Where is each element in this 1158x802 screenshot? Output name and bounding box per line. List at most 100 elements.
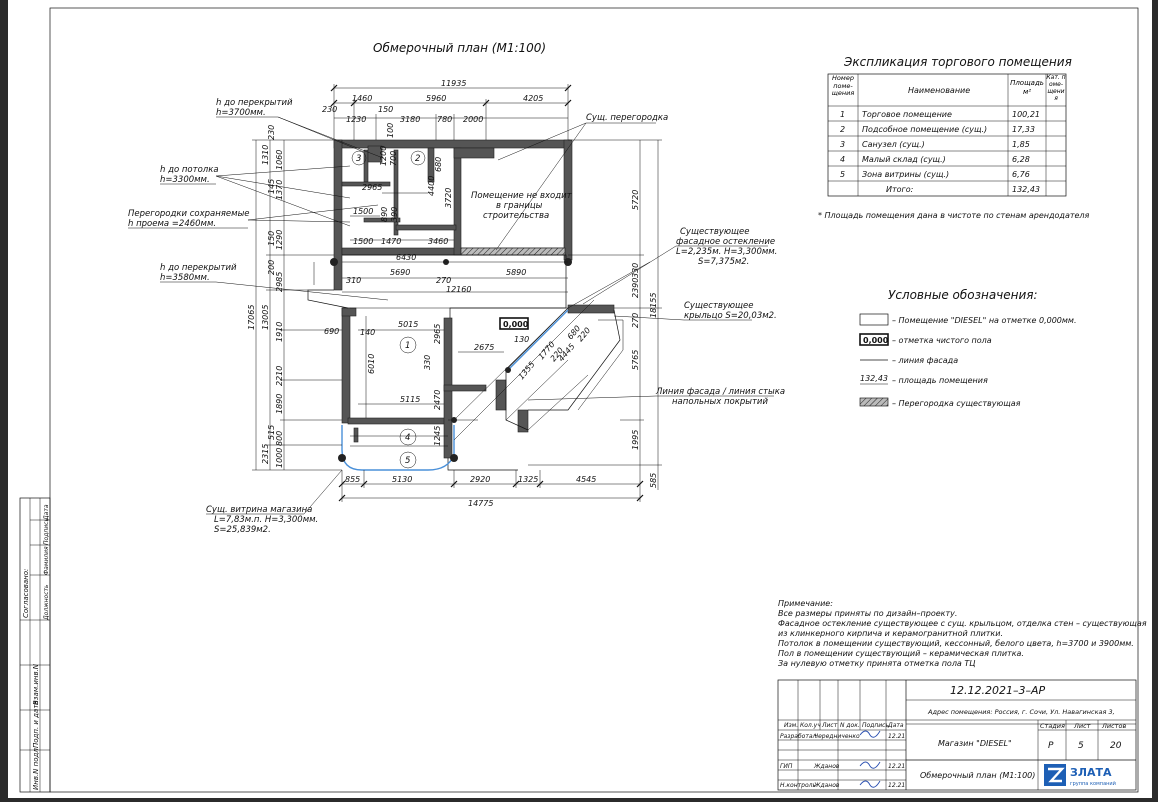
note-porch-2: крыльцо S=20,03м2. (684, 311, 777, 321)
dim-right-330: 330 (631, 263, 640, 278)
note-ceiling-1: h до потолка (160, 165, 219, 175)
dim-mid-5890: 5890 (506, 268, 526, 277)
note-partition-exist: Сущ. перегородка (586, 113, 668, 123)
stamp-role-4: Н.контроль (780, 782, 816, 789)
columns (330, 258, 572, 462)
explication-row-4-area: 6,28 (1012, 155, 1030, 164)
note-porch-1: Существующее (684, 301, 754, 311)
stamp-col-sign: Подпись (862, 722, 889, 729)
explication-table: Номер поме- щения Наименование Площадь м… (827, 73, 1067, 197)
dim-right-1995: 1995 (631, 430, 640, 450)
dim-room-2965: 2965 (362, 183, 382, 192)
dim-left-1060: 1060 (275, 150, 284, 170)
dim-top-1230: 1230 (346, 115, 366, 124)
explication-title: Экспликация торгового помещения (843, 55, 1072, 69)
dim-top-780: 780 (437, 115, 452, 124)
explication-row-2-area: 17,33 (1012, 125, 1035, 134)
dim-room-1500b: 1500 (353, 237, 373, 246)
dim-left-145: 145 (267, 179, 276, 194)
stamp-col-count: Кол.уч (800, 722, 821, 729)
remarks-line-3: из клинкерного кирпича и керамогранитной… (778, 629, 1003, 638)
plan-title: Обмерочный план (М1:100) (373, 41, 546, 55)
dim-top-2000: 2000 (463, 115, 483, 124)
dim-left-1000: 1000 (275, 448, 284, 468)
explication-row-3-area: 1,85 (1012, 140, 1030, 149)
dim-top-b: 5960 (426, 94, 446, 103)
dim-left-2210: 2210 (275, 366, 284, 386)
dim-room-3460: 3460 (428, 237, 448, 246)
company-logo: ЗЛАТА группа компаний (1044, 764, 1116, 787)
remarks-line-2: Фасадное остекление существующее с сущ. … (778, 619, 1147, 628)
explication-row-4-name: Малый склад (сущ.) (862, 155, 946, 164)
side-col-sign: Подпись (43, 518, 50, 545)
dim-left-13005: 13005 (261, 305, 270, 330)
dim-right-18155: 18155 (649, 293, 658, 318)
explication-total-label: Итого: (886, 185, 914, 194)
dim-top-total: 11935 (441, 79, 466, 88)
side-col-date: Дата (43, 504, 50, 521)
legend-item-room: – Помещение "DIESEL" на отметке 0,000мм. (892, 316, 1077, 325)
note-vitrine-1: Сущ. витрина магазина (206, 505, 312, 515)
dim-room-700: 700 (389, 151, 398, 166)
legend: – Помещение "DIESEL" на отметке 0,000мм.… (859, 313, 1077, 408)
stamp-col-change: Изм. (784, 722, 798, 729)
explication-row-2-name: Подсобное помещение (сущ.) (862, 125, 987, 134)
dim-left-200: 200 (267, 260, 276, 275)
floor-mark: 0,000 (503, 320, 529, 329)
dim-left-2315: 2315 (261, 444, 270, 464)
remarks-line-1: Все размеры приняты по дизайн–проекту. (778, 609, 957, 618)
side-replace-inv: Взам.инв.N (32, 663, 40, 705)
dim-left-1290: 1290 (275, 230, 284, 250)
side-col-surname: Фамилия (43, 546, 50, 575)
stamp-role-3: ГИП (780, 763, 793, 770)
room-number-2: 2 (415, 154, 420, 164)
dim-room-1200: 1200 (379, 146, 388, 166)
company-name: ЗЛАТА (1070, 766, 1112, 779)
stamp-address: Адрес помещения: Россия, г. Сочи, Ул. На… (927, 708, 1115, 716)
explication-row-1-number: 1 (840, 110, 845, 119)
dim-bot-855: 855 (345, 475, 360, 484)
dim-top-230: 230 (322, 105, 337, 114)
dim-in-130: 130 (514, 335, 529, 344)
side-stamp: Согласовано: Должность Фамилия Подпись Д… (19, 497, 51, 793)
dim-left-2985: 2985 (275, 272, 284, 292)
dim-top-a: 1460 (352, 94, 372, 103)
dim-room-1470: 1470 (381, 237, 401, 246)
note-height-mid-2: h=3580мм. (160, 273, 210, 283)
stamp-sheets-header: Листов (1101, 722, 1126, 730)
legend-title: Условные обозначения: (888, 288, 1038, 302)
explication-header-category: Кат. поме- щения (1046, 74, 1066, 102)
dim-left-1910: 1910 (275, 322, 284, 342)
stamp-name-1: Чередниченко (814, 733, 860, 740)
drawing-canvas: Обмерочный план (М1:100) (19, 7, 1147, 793)
dim-in-2675: 2675 (474, 343, 494, 352)
dim-mid-6430: 6430 (396, 253, 416, 262)
explication-row-3-name: Санузел (сущ.) (862, 140, 925, 149)
side-sign-date: Подп. и дата (32, 700, 40, 748)
signature-2 (859, 761, 881, 769)
stamp-stage-header: Стадия (1040, 722, 1065, 730)
legend-item-floor: – отметка чистого пола (892, 336, 992, 345)
legend-item-partition: – Перегородка существующая (892, 399, 1021, 408)
note-glazing-2: фасадное остекление (676, 237, 775, 247)
explication-row-4-number: 4 (840, 155, 845, 164)
explication-row-5-number: 5 (840, 170, 845, 179)
title-block: Изм. Кол.уч Лист N док. Подпись Дата Раз… (777, 679, 1137, 791)
room-number-1: 1 (405, 341, 410, 351)
dim-diag-4445: 4445 (557, 342, 577, 363)
dim-right-585: 585 (649, 473, 658, 488)
note-partitions-1: Перегородки сохраняемые (128, 209, 250, 219)
dim-in-140: 140 (360, 328, 375, 337)
dim-right-5720: 5720 (631, 190, 640, 210)
dim-room-3720: 3720 (444, 188, 453, 208)
dimension-values: 11935 1460 5960 4205 230 150 1230 3180 7… (247, 79, 658, 508)
explication-row-5-name: Зона витрины (сущ.) (862, 170, 949, 179)
stamp-col-date: Дата (887, 722, 904, 729)
dim-mid-5690: 5690 (390, 268, 410, 277)
explication-header-area: Площадь м² (1010, 79, 1044, 96)
stamp-sheet: 5 (1078, 741, 1084, 751)
dim-bot-1325: 1325 (518, 475, 538, 484)
explication-footnote: * Площадь помещения дана в чистоте по ст… (818, 211, 1090, 220)
stamp-sheet-header: Лист (1073, 722, 1091, 730)
remarks-title: Примечание: (778, 599, 833, 608)
